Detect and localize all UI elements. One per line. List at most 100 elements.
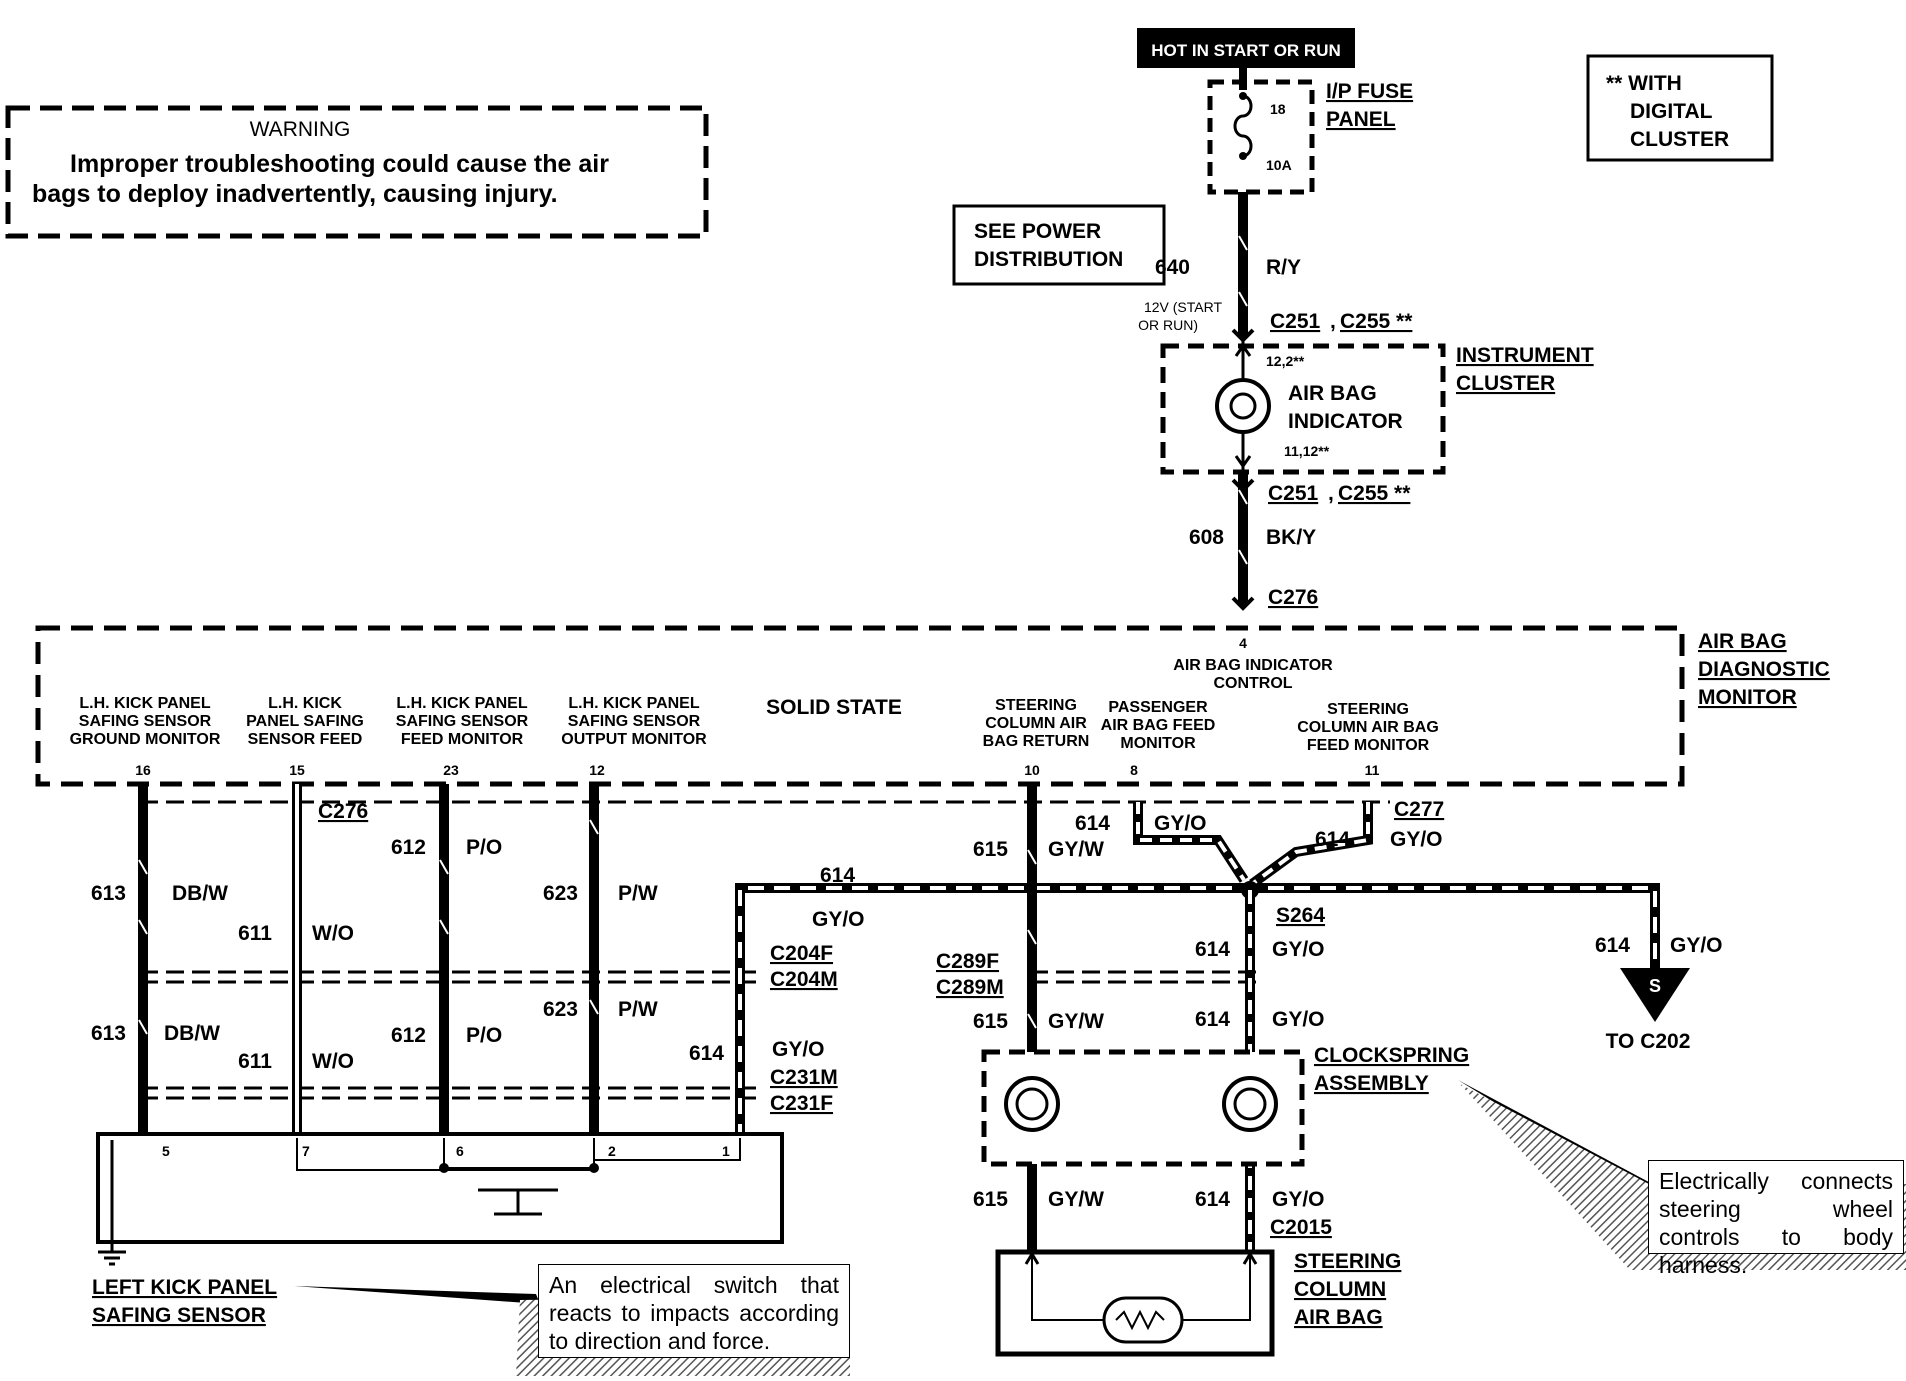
connector-c255-top: C255 ** bbox=[1340, 310, 1413, 333]
svg-text:614: 614 bbox=[1195, 1008, 1230, 1031]
svg-text:FEED MONITOR: FEED MONITOR bbox=[401, 731, 524, 748]
svg-text:C204F: C204F bbox=[770, 942, 833, 965]
svg-text:12,2**: 12,2** bbox=[1266, 353, 1305, 369]
pin-15-label: L.H. KICK PANEL SAFING SENSOR FEED 15 bbox=[246, 695, 364, 778]
svg-text:GY/O: GY/O bbox=[1670, 934, 1723, 957]
svg-text:PASSENGER: PASSENGER bbox=[1108, 699, 1208, 716]
svg-text:C231F: C231F bbox=[770, 1092, 833, 1115]
svg-text:GY/W: GY/W bbox=[1048, 1188, 1104, 1211]
svg-text:,: , bbox=[1330, 310, 1336, 333]
svg-text:11,12**: 11,12** bbox=[1284, 443, 1330, 459]
connector-c276-top: C276 bbox=[1268, 586, 1318, 609]
svg-text:ASSEMBLY: ASSEMBLY bbox=[1314, 1072, 1429, 1095]
svg-text:SENSOR FEED: SENSOR FEED bbox=[248, 731, 363, 748]
hot-in-start-label: HOT IN START OR RUN bbox=[1137, 28, 1355, 68]
connector-c251-bottom: C251 bbox=[1268, 482, 1319, 505]
svg-text:SAFING SENSOR: SAFING SENSOR bbox=[79, 713, 212, 730]
svg-text:615: 615 bbox=[973, 838, 1008, 861]
connector-c255-bottom: C255 ** bbox=[1338, 482, 1411, 505]
svg-text:6: 6 bbox=[456, 1143, 464, 1159]
svg-text:MONITOR: MONITOR bbox=[1698, 686, 1797, 709]
svg-text:AIR BAG: AIR BAG bbox=[1698, 630, 1787, 653]
svg-text:11: 11 bbox=[1365, 762, 1380, 778]
svg-text:OR RUN): OR RUN) bbox=[1138, 317, 1198, 333]
warning-box: WARNING Improper troubleshooting could c… bbox=[5, 105, 709, 239]
svg-text:GY/O: GY/O bbox=[1154, 812, 1207, 835]
warning-line-1: Improper troubleshooting could cause the… bbox=[70, 150, 609, 178]
svg-text:613: 613 bbox=[91, 1022, 126, 1045]
svg-text:614: 614 bbox=[1195, 1188, 1230, 1211]
left-kick-panel-safing-sensor: 5 7 6 2 1 LEFT KICK PANEL SAFING SENSOR bbox=[92, 1132, 784, 1327]
svg-text:BK/Y: BK/Y bbox=[1266, 526, 1316, 549]
svg-text:W/O: W/O bbox=[312, 922, 354, 945]
warning-line-2: bags to deploy inadvertently, causing in… bbox=[32, 180, 558, 208]
svg-text:23: 23 bbox=[443, 762, 459, 778]
svg-text:DB/W: DB/W bbox=[164, 1022, 220, 1045]
warning-title: WARNING bbox=[250, 118, 351, 141]
pin-10-label: STEERING COLUMN AIR BAG RETURN 10 bbox=[983, 697, 1090, 778]
svg-text:MONITOR: MONITOR bbox=[1120, 735, 1196, 752]
svg-text:C204M: C204M bbox=[770, 968, 838, 991]
svg-text:SAFING SENSOR: SAFING SENSOR bbox=[568, 713, 701, 730]
svg-text:615: 615 bbox=[973, 1188, 1008, 1211]
svg-text:CLOCKSPRING: CLOCKSPRING bbox=[1314, 1044, 1469, 1067]
svg-text:GROUND MONITOR: GROUND MONITOR bbox=[70, 731, 221, 748]
svg-text:612: 612 bbox=[391, 1024, 426, 1047]
svg-text:613: 613 bbox=[91, 882, 126, 905]
wire-615: 615 GY/W 615 GY/W C289F C289M 615 GY/W bbox=[936, 784, 1104, 1250]
svg-text:GY/O: GY/O bbox=[812, 908, 865, 931]
svg-text:HOT IN START OR RUN: HOT IN START OR RUN bbox=[1151, 41, 1341, 60]
svg-text:623: 623 bbox=[543, 882, 578, 905]
svg-text:R/Y: R/Y bbox=[1266, 256, 1301, 279]
svg-text:P/O: P/O bbox=[466, 1024, 502, 1047]
see-power-distribution-box[interactable]: SEE POWER DISTRIBUTION bbox=[952, 204, 1166, 286]
svg-text:GY/O: GY/O bbox=[1272, 1008, 1325, 1031]
svg-text:S: S bbox=[1649, 976, 1661, 996]
svg-text:COLUMN AIR: COLUMN AIR bbox=[985, 715, 1087, 732]
svg-text:P/W: P/W bbox=[618, 882, 658, 905]
svg-text:DIAGNOSTIC: DIAGNOSTIC bbox=[1698, 658, 1830, 681]
svg-text:FEED MONITOR: FEED MONITOR bbox=[1307, 737, 1430, 754]
wire-640: 640 R/Y 12V (START OR RUN) bbox=[1138, 192, 1301, 343]
svg-text:CONTROL: CONTROL bbox=[1213, 675, 1292, 692]
connector-c251-top: C251 bbox=[1270, 310, 1321, 333]
svg-text:COLUMN: COLUMN bbox=[1294, 1278, 1386, 1301]
fuse-rating: 10A bbox=[1266, 157, 1292, 173]
svg-text:SOLID STATE: SOLID STATE bbox=[766, 696, 902, 719]
svg-text:AIR BAG: AIR BAG bbox=[1294, 1306, 1383, 1329]
svg-text:INSTRUMENT: INSTRUMENT bbox=[1456, 344, 1594, 367]
svg-text:L.H. KICK: L.H. KICK bbox=[268, 695, 342, 712]
wire-611: 611 W/O 611 W/O bbox=[238, 784, 354, 1140]
svg-text:CLUSTER: CLUSTER bbox=[1630, 128, 1729, 151]
svg-text:5: 5 bbox=[162, 1143, 170, 1159]
svg-text:COLUMN AIR BAG: COLUMN AIR BAG bbox=[1297, 719, 1439, 736]
svg-text:INDICATOR: INDICATOR bbox=[1288, 410, 1403, 433]
wire-612: 612 P/O 612 P/O bbox=[391, 784, 502, 1140]
svg-text:STEERING: STEERING bbox=[1294, 1250, 1401, 1273]
svg-text:614: 614 bbox=[1595, 934, 1630, 957]
svg-text:614: 614 bbox=[1075, 812, 1110, 835]
svg-text:STEERING: STEERING bbox=[1327, 701, 1409, 718]
svg-text:611: 611 bbox=[238, 922, 272, 945]
svg-text:P/W: P/W bbox=[618, 998, 658, 1021]
fuse-panel-label-2: PANEL bbox=[1326, 108, 1396, 131]
svg-text:GY/O: GY/O bbox=[772, 1038, 825, 1061]
pin-23-label: L.H. KICK PANEL SAFING SENSOR FEED MONIT… bbox=[396, 695, 529, 778]
svg-text:C231M: C231M bbox=[770, 1066, 838, 1089]
svg-text:GY/W: GY/W bbox=[1048, 1010, 1104, 1033]
svg-text:614: 614 bbox=[1195, 938, 1230, 961]
svg-text:OUTPUT MONITOR: OUTPUT MONITOR bbox=[561, 731, 707, 748]
svg-text:L.H. KICK PANEL: L.H. KICK PANEL bbox=[396, 695, 527, 712]
svg-text:15: 15 bbox=[289, 762, 305, 778]
svg-text:8: 8 bbox=[1130, 762, 1138, 778]
wire-614-bus: 614 GY/O C204F C204M 614 GY/O C231M C231… bbox=[689, 864, 1723, 1140]
fuse-icon bbox=[1233, 94, 1253, 158]
svg-text:16: 16 bbox=[135, 762, 151, 778]
svg-text:C289M: C289M bbox=[936, 976, 1004, 999]
svg-text:AIR BAG FEED: AIR BAG FEED bbox=[1101, 717, 1216, 734]
air-bag-diagnostic-monitor: AIR BAG DIAGNOSTIC MONITOR SOLID STATE 4… bbox=[35, 625, 1830, 787]
clockspring-coil-icon bbox=[1222, 1076, 1278, 1132]
svg-text:1: 1 bbox=[722, 1143, 730, 1159]
svg-text:SEE POWER: SEE POWER bbox=[974, 220, 1101, 243]
svg-text:615: 615 bbox=[973, 1010, 1008, 1033]
